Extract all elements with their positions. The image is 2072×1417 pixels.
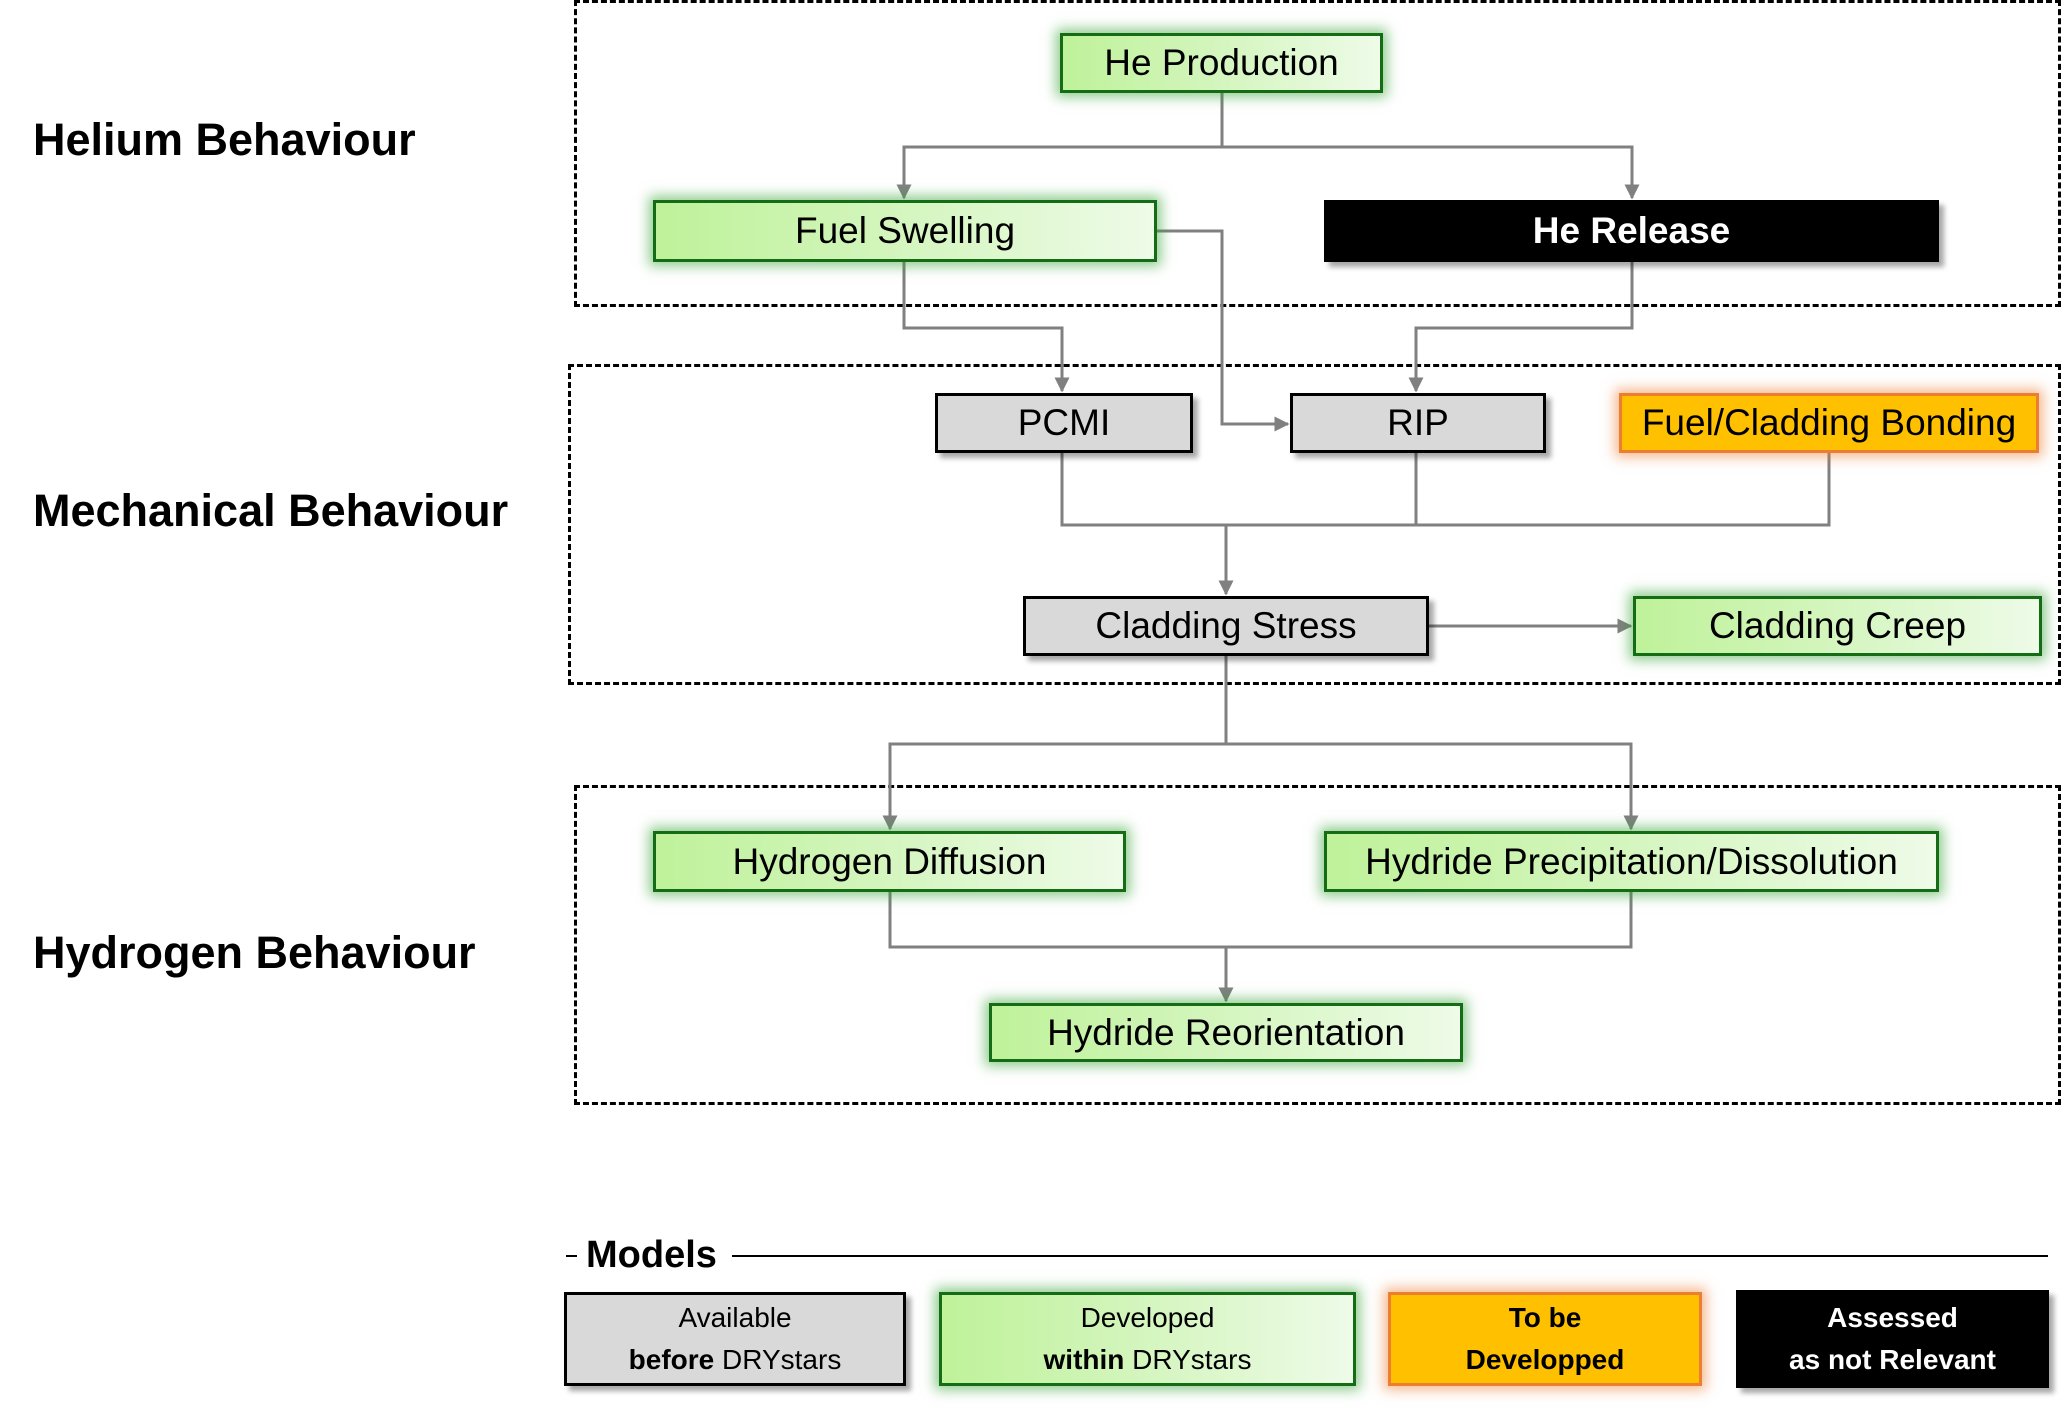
group-mechanical	[568, 364, 2061, 685]
legend-item-line2: before DRYstars	[628, 1344, 842, 1375]
legend-item-to-be-developed: To be Developped	[1388, 1292, 1702, 1386]
node-he-production: He Production	[1060, 33, 1383, 93]
edge-herelease-rip	[1408, 262, 1634, 393]
edge-heprod-fuelswelling	[896, 145, 1222, 200]
legend-item-developed: Developed within DRYstars	[939, 1292, 1356, 1386]
legend-item-line1: Available	[678, 1302, 792, 1333]
edge-claddingstress-hdiffusion	[882, 742, 1226, 831]
legend-item-line2: within DRYstars	[1043, 1344, 1252, 1375]
legend-item-available: Available before DRYstars	[564, 1292, 906, 1386]
group-hydrogen	[574, 785, 2061, 1105]
node-fuel-swelling: Fuel Swelling	[653, 200, 1157, 262]
legend-title: Models	[586, 1233, 717, 1276]
edge-claddingstress-hpd	[1226, 742, 1639, 831]
legend-item-line1: To be	[1508, 1302, 1582, 1333]
section-label-mechanical: Mechanical Behaviour	[33, 485, 509, 536]
section-label-helium: Helium Behaviour	[33, 114, 416, 165]
node-pcmi: PCMI	[935, 393, 1193, 453]
group-helium	[574, 0, 2061, 307]
legend-item-line2: Developped	[1465, 1344, 1625, 1375]
node-he-release: He Release	[1324, 200, 1939, 262]
node-cladding-creep: Cladding Creep	[1633, 596, 2042, 656]
legend-item-line1: Developed	[1080, 1302, 1215, 1333]
edge-heprod-herelease	[1222, 145, 1640, 200]
node-cladding-stress: Cladding Stress	[1023, 596, 1429, 656]
legend-rule-right	[732, 1255, 2048, 1257]
edge-pcmi-merge	[1060, 453, 1831, 527]
node-fuel-cladding-bonding: Fuel/Cladding Bonding	[1619, 393, 2039, 453]
legend-item-not-relevant: Assessed as not Relevant	[1736, 1290, 2049, 1388]
node-rip: RIP	[1290, 393, 1546, 453]
legend-item-line1: Assessed	[1827, 1302, 1958, 1333]
node-hydrogen-diffusion: Hydrogen Diffusion	[653, 831, 1126, 892]
node-hydride-reorientation: Hydride Reorientation	[989, 1003, 1463, 1062]
legend-rule-left	[566, 1255, 577, 1257]
edge-hydrogen-merge	[888, 892, 1633, 949]
section-label-hydrogen: Hydrogen Behaviour	[33, 927, 476, 978]
legend-item-line2: as not Relevant	[1789, 1344, 1996, 1375]
node-hydride-precipitation-dissolution: Hydride Precipitation/Dissolution	[1324, 831, 1939, 892]
edge-fuelswelling-rip	[1157, 229, 1290, 432]
edge-fuelswelling-pcmi	[902, 262, 1070, 393]
